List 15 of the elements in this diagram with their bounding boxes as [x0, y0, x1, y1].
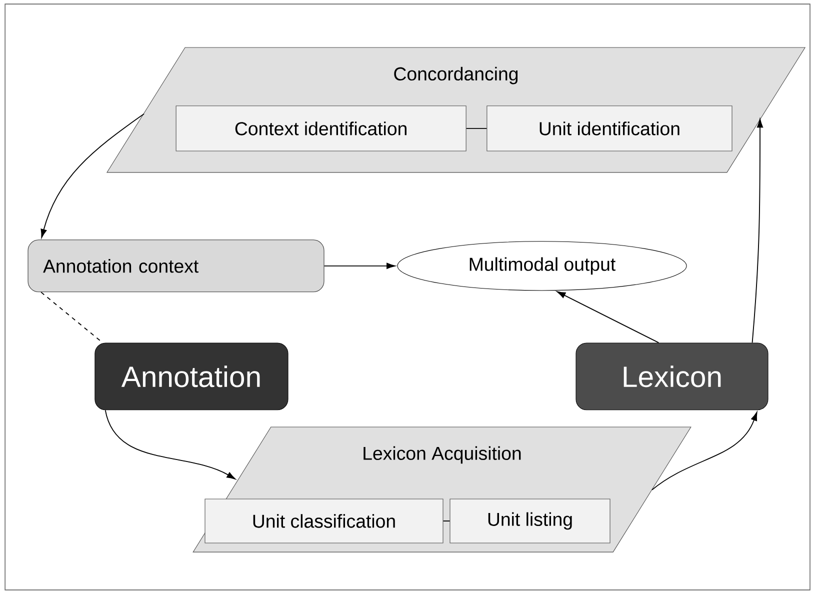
process-box: Unit classification: [204, 498, 444, 544]
process-box: Context identification: [176, 106, 466, 152]
arrow: [324, 262, 396, 269]
arrow: [752, 118, 764, 344]
rounded-box: Annotation: [94, 342, 288, 410]
rounded-box: Annotation context: [28, 240, 324, 292]
connector-line: [442, 520, 450, 522]
process-box: Unit listing: [450, 498, 610, 544]
arrow: [40, 113, 144, 238]
process-box: Unit identification: [486, 106, 732, 152]
arrow: [104, 410, 236, 480]
arrow: [652, 412, 758, 490]
rounded-box: Lexicon: [576, 342, 768, 410]
connector-line: [466, 128, 488, 129]
arrow: [556, 291, 660, 344]
